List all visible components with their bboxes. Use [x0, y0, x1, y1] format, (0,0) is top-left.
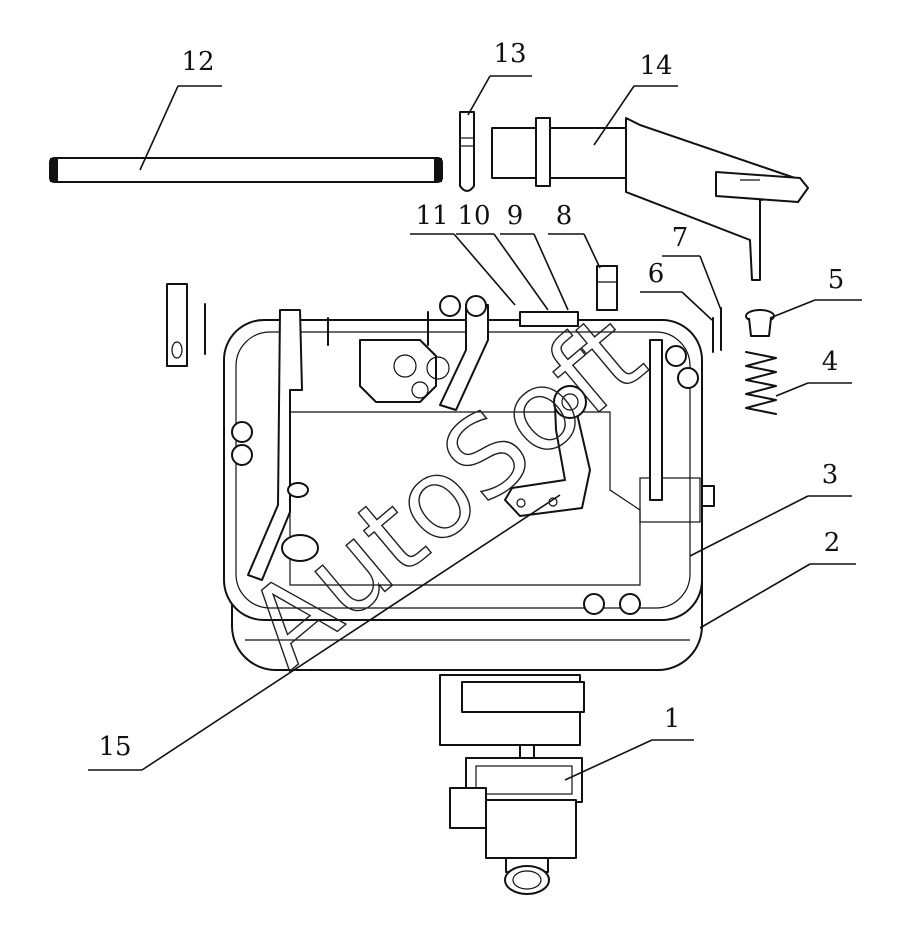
callout-11: 11 — [410, 201, 516, 306]
part-4-spring — [745, 351, 777, 415]
callout-15: 15 — [88, 494, 561, 771]
callout-10: 10 — [456, 201, 549, 311]
callout-2: 2 — [699, 528, 856, 629]
callout-label: 5 — [828, 265, 845, 295]
callout-1: 1 — [564, 704, 694, 781]
callout-label: 10 — [457, 201, 490, 231]
callout-14: 14 — [593, 51, 678, 146]
callout-label: 13 — [493, 39, 526, 69]
callout-13: 13 — [467, 39, 532, 116]
callout-label: 2 — [824, 528, 841, 558]
callout-label: 14 — [639, 51, 672, 81]
callout-label: 15 — [98, 732, 131, 762]
callout-label: 7 — [672, 223, 689, 253]
callout-label: 12 — [181, 47, 214, 77]
part-5-bushing — [745, 309, 775, 337]
part-1-valve-assembly — [439, 674, 585, 895]
callout-8: 8 — [548, 201, 601, 269]
callout-3: 3 — [689, 460, 852, 557]
part-14-bracket — [491, 117, 809, 281]
callout-label: 3 — [822, 460, 839, 490]
callout-label: 4 — [822, 347, 839, 377]
callout-5: 5 — [769, 265, 862, 319]
callout-label: 9 — [507, 201, 524, 231]
callout-9: 9 — [500, 201, 569, 311]
callout-6: 6 — [640, 259, 713, 321]
part-15-lever — [504, 385, 591, 517]
callout-4: 4 — [775, 347, 852, 397]
callout-7: 7 — [662, 223, 722, 311]
callout-label: 11 — [415, 201, 448, 231]
callout-label: 6 — [648, 259, 665, 289]
part-13-pin — [459, 111, 475, 192]
callout-label: 1 — [664, 704, 681, 734]
part-12-rod — [49, 157, 443, 183]
callout-label: 8 — [556, 201, 573, 231]
part-pin-left — [166, 283, 206, 367]
callout-12: 12 — [139, 47, 222, 171]
part-8-clip — [596, 265, 618, 311]
